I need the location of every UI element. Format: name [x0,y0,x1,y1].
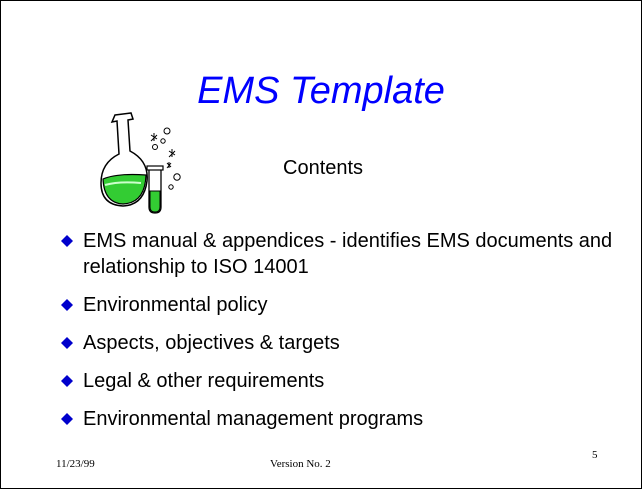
contents-subtitle: Contents [283,157,364,179]
diamond-bullet-icon [61,330,79,356]
bullet-text: EMS manual & appendices - identifies EMS… [83,230,613,278]
diamond-bullet-icon [61,368,79,394]
chemistry-flask-icon [100,112,181,214]
list-item: Legal & other requirements [61,368,621,394]
diamond-bullet-icon [61,228,79,254]
diamond-bullet-icon [61,292,79,318]
slide-title: EMS Template [197,70,445,112]
footer-version: Version No. 2 [270,458,331,470]
page-number: 5 [592,449,598,461]
footer-date: 11/23/99 [56,458,95,470]
bullet-text: Environmental management programs [83,408,424,430]
list-item: Environmental management programs [61,406,621,432]
bullet-text: Legal & other requirements [83,370,325,392]
list-item: Aspects, objectives & targets [61,330,621,356]
bullet-text: Aspects, objectives & targets [83,332,340,354]
bullet-list: EMS manual & appendices - identifies EMS… [61,228,621,444]
bullet-text: Environmental policy [83,294,268,316]
list-item: Environmental policy [61,292,621,318]
list-item: EMS manual & appendices - identifies EMS… [61,228,621,280]
diamond-bullet-icon [61,406,79,432]
